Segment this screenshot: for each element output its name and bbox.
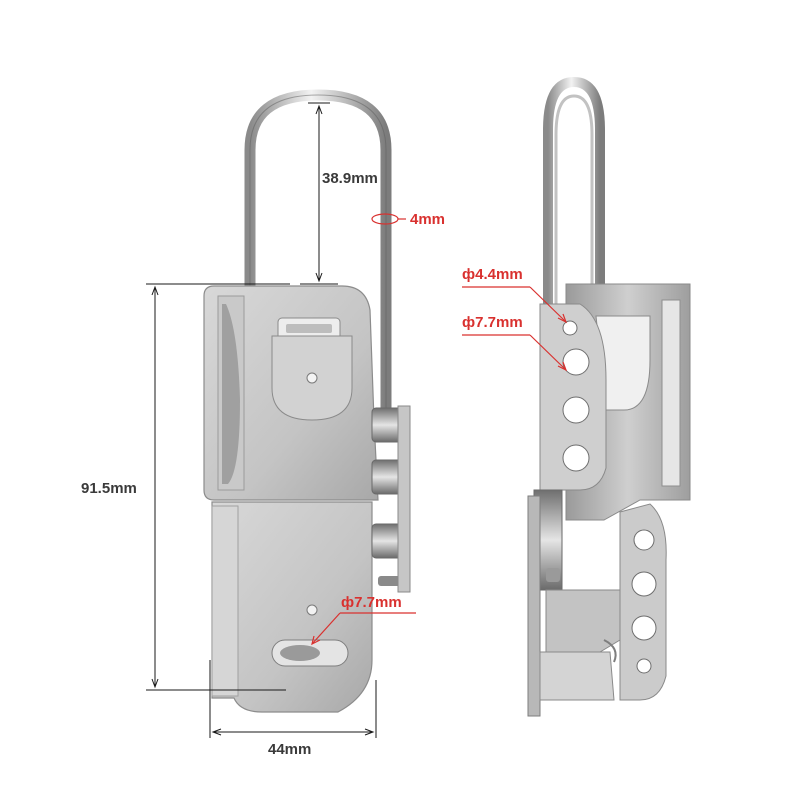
hole-small-label: ф4.4mm: [462, 266, 523, 283]
callout-pointers: [311, 213, 568, 646]
side-view: [527, 76, 691, 717]
hole-bottom-label: ф7.7mm: [341, 594, 402, 611]
front-hinge: [371, 405, 411, 593]
side-shackle: [543, 76, 605, 525]
shackle-diameter-label: 4mm: [410, 211, 446, 228]
body-height-label: 91.5mm: [81, 480, 137, 497]
body-width-label: 44mm: [268, 741, 312, 758]
hole-large-label: ф7.7mm: [462, 314, 523, 331]
front-view: [203, 89, 411, 713]
side-hole-plate-lower: [619, 503, 667, 701]
dimension-lines: [146, 102, 377, 738]
front-tab-hole: [306, 372, 318, 384]
shackle-height-label: 38.9mm: [322, 170, 378, 187]
